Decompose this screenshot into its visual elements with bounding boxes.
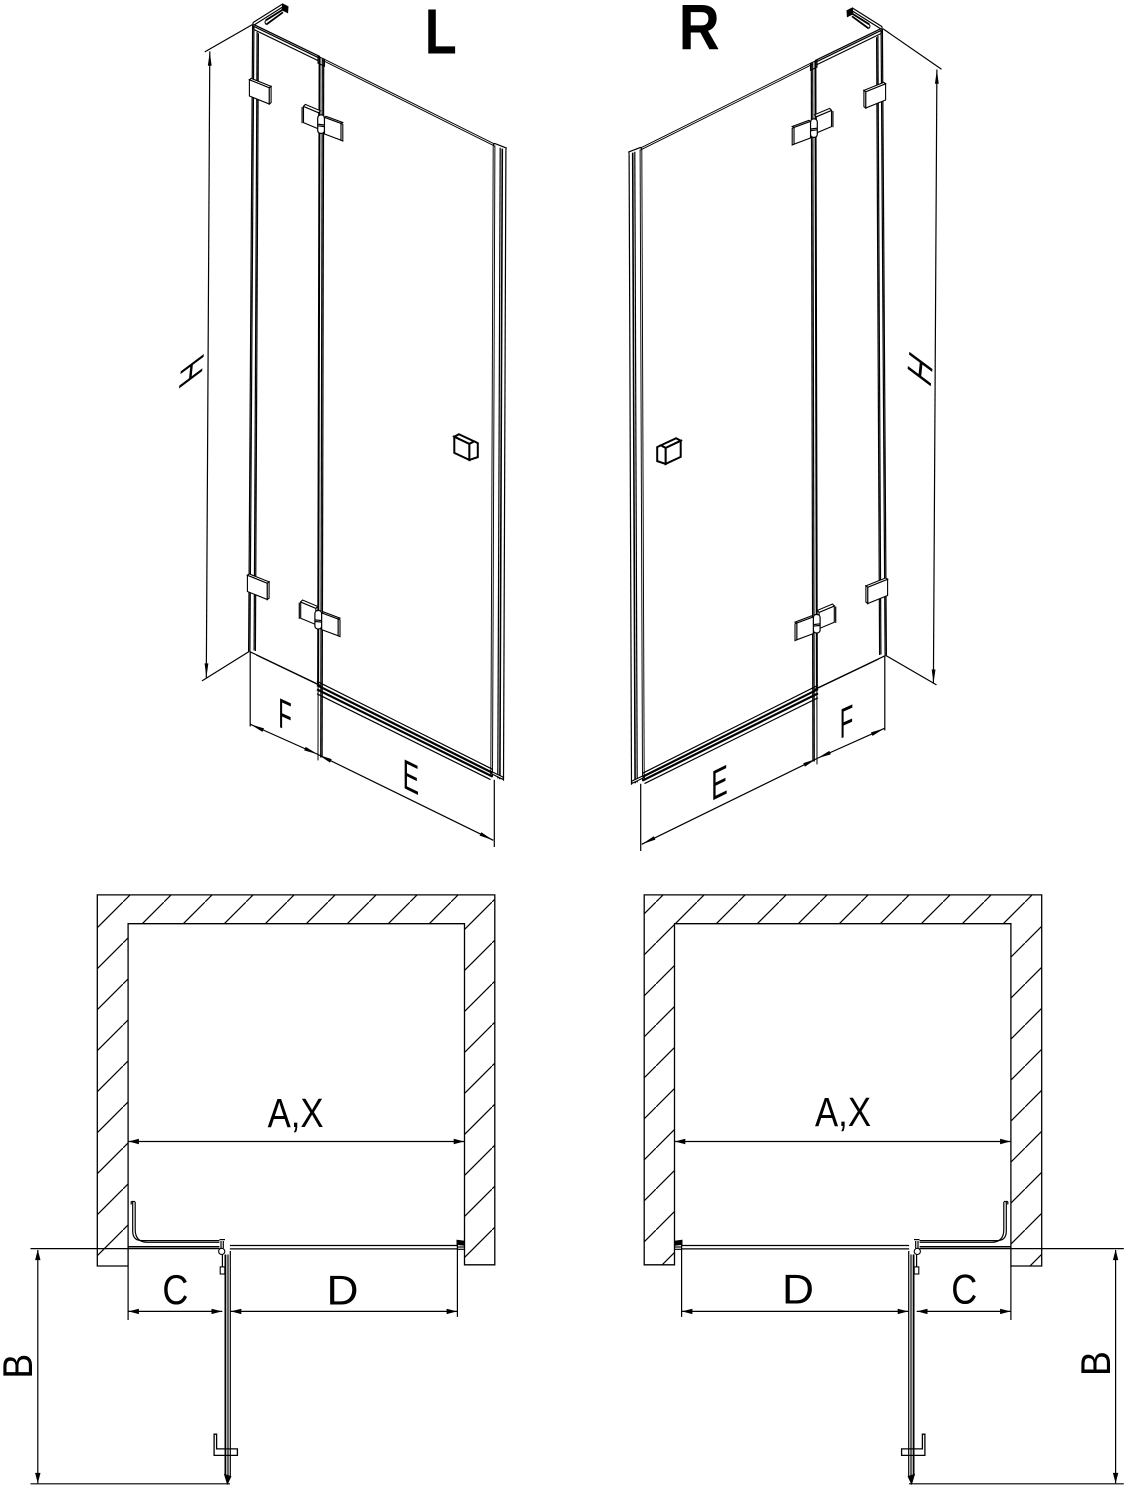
svg-text:D: D xyxy=(327,1267,359,1314)
svg-text:A,X: A,X xyxy=(815,1089,871,1135)
svg-text:C: C xyxy=(162,1266,188,1313)
svg-text:A,X: A,X xyxy=(268,1090,324,1136)
svg-text:D: D xyxy=(782,1266,814,1313)
svg-text:F: F xyxy=(840,696,854,749)
svg-text:C: C xyxy=(951,1266,977,1313)
svg-text:E: E xyxy=(711,756,728,811)
svg-text:B: B xyxy=(0,1354,41,1379)
svg-text:L: L xyxy=(425,0,457,67)
svg-text:R: R xyxy=(679,0,720,64)
svg-text:B: B xyxy=(1072,1351,1119,1376)
svg-text:E: E xyxy=(403,750,420,805)
svg-text:F: F xyxy=(278,689,292,742)
